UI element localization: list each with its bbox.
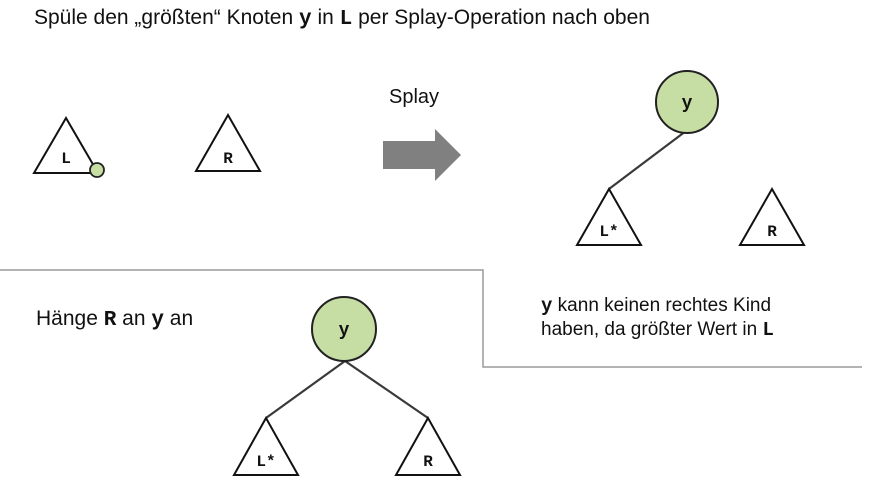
final-root-node-y — [311, 296, 377, 362]
step2-pre: Hänge — [36, 307, 104, 330]
subtree-r-label: R — [223, 150, 233, 168]
root-node-label: y — [682, 94, 693, 114]
subtree-r-after-label: R — [767, 223, 777, 241]
final-root-node-label: y — [339, 321, 350, 341]
splay-arrow-icon — [383, 129, 461, 181]
final-subtree-r-triangle — [394, 415, 462, 476]
splay-arrow-label: Splay — [389, 86, 440, 108]
heading-var-l: L — [339, 8, 353, 31]
edge-final-y-to-lstar — [265, 360, 346, 419]
note-line1: kann keinen rechtes Kind — [552, 295, 772, 316]
heading-post: per Splay-Operation nach oben — [352, 6, 650, 29]
heading-mid: in — [311, 6, 340, 29]
step2-post: an — [163, 307, 194, 330]
heading-var-y: y — [299, 8, 312, 31]
note-var-l: L — [762, 319, 774, 341]
heading-pre: Spüle den „größten“ Knoten — [34, 6, 300, 29]
final-subtree-lstar-triangle — [232, 415, 300, 476]
subtree-lstar-label: L* — [599, 223, 618, 241]
step2-var-y: y — [151, 309, 164, 332]
section-divider — [0, 269, 862, 368]
note-text: y kann keinen rechtes Kind haben, da größ… — [541, 294, 774, 342]
subtree-r-triangle — [194, 112, 262, 172]
subtree-l-label: L — [61, 150, 71, 168]
subtree-r-after-triangle — [738, 186, 806, 246]
final-subtree-r-label: R — [423, 453, 433, 471]
step2-mid: an — [116, 307, 152, 330]
edge-final-y-to-r — [344, 360, 429, 419]
note-var-y: y — [541, 295, 553, 317]
step2-var-r: R — [103, 309, 117, 332]
subtree-l-triangle — [32, 116, 100, 174]
note-line2: haben, da größter Wert in — [541, 319, 763, 340]
largest-node-dot — [89, 162, 105, 178]
root-node-y — [655, 70, 719, 134]
final-subtree-lstar-label: L* — [256, 453, 275, 471]
step2-text: Hänge R an y an — [36, 307, 193, 332]
edge-y-to-lstar — [608, 130, 687, 190]
heading: Spüle den „größten“ Knoten y in L per Sp… — [34, 6, 650, 31]
subtree-lstar-triangle — [575, 186, 643, 246]
